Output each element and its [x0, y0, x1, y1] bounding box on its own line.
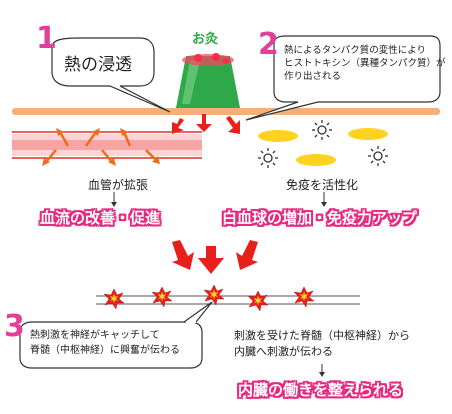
bubble-2: [245, 35, 441, 121]
bottom-caption-line: 内臓へ刺激が伝わる: [234, 345, 333, 358]
activation-icons: [258, 120, 388, 168]
right-caption: 免疫を活性化: [286, 178, 359, 192]
heat-arrows: [172, 114, 240, 134]
bottom-result: 内臓の働きを整えられる: [238, 381, 404, 399]
bubble-1: [51, 37, 171, 113]
bubble-3-tail: [183, 301, 213, 323]
stimulus-bursts: [103, 284, 315, 312]
skin-line: [12, 108, 440, 115]
step-1-text: 熱の浸透: [64, 55, 132, 75]
ember-dot: [212, 53, 220, 61]
step-3-line: 熱刺激を神経がキャッチして: [30, 330, 160, 341]
right-result: 白血球の増加・免疫力アップ: [222, 209, 418, 227]
moxa-highlight: [182, 60, 200, 104]
blood-vessel: [12, 131, 202, 159]
caption-arrows: [111, 192, 327, 377]
step-1-number: 1: [36, 21, 57, 56]
step-2-line: 熱によるタンパク質の変性により: [284, 45, 427, 56]
nerve-lines: [96, 295, 360, 305]
step-2-line: 作り出される: [284, 71, 342, 82]
white-blood-cells: [258, 128, 388, 166]
bubble-3: [19, 321, 203, 369]
step-3-number: 3: [4, 309, 25, 344]
moxa-label: お灸: [192, 32, 219, 47]
step-2-number: 2: [258, 27, 279, 62]
step-2-text: 熱によるタンパク質の変性により ヒストトキシン（異種タンパク質）が 作り出される: [284, 44, 446, 83]
step-3-text: 熱刺激を神経がキャッチして 脊髄（中枢神経）に興奮が伝わる: [30, 328, 180, 358]
dilation-arrows: [42, 128, 160, 166]
bottom-caption-line: 刺激を受けた脊髄（中枢神経）から: [234, 329, 410, 342]
left-result: 血流の改善・促進: [40, 209, 161, 227]
bottom-caption: 刺激を受けた脊髄（中枢神経）から 内臓へ刺激が伝わる: [234, 328, 410, 360]
big-red-arrows: [172, 240, 258, 274]
step-2-line: ヒストトキシン（異種タンパク質）が: [284, 58, 446, 69]
ember-dot: [223, 58, 229, 64]
left-caption: 血管が拡張: [88, 178, 149, 192]
ember-dot: [194, 54, 202, 62]
step-3-line: 脊髄（中枢神経）に興奮が伝わる: [30, 345, 180, 356]
